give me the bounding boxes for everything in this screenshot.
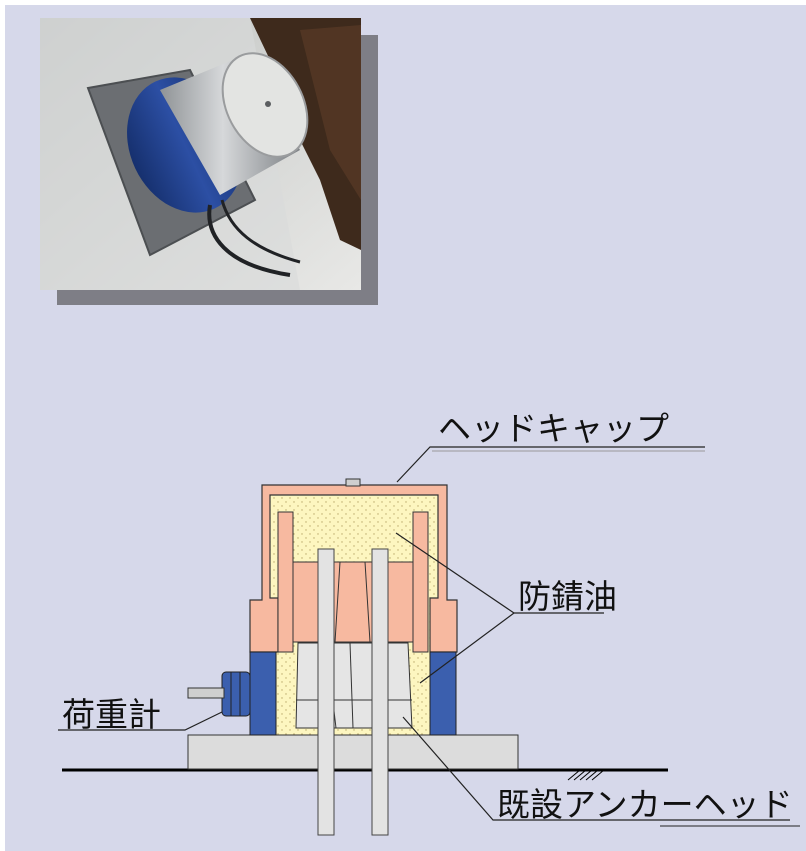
label-anti-rust-oil: 防錆油 (518, 577, 617, 616)
tendon-right (371, 548, 389, 836)
load-cell-connector (187, 687, 225, 699)
ground-hatch (567, 769, 605, 781)
load-cell-leader (58, 711, 223, 731)
existing-anchor-head (295, 642, 413, 729)
label-load-cell: 荷重計 (62, 695, 161, 734)
cap-vent-nut (345, 478, 361, 487)
label-head-cap: ヘッドキャップ (438, 409, 669, 448)
head-cap (249, 484, 458, 653)
anchor-cap-photo (40, 18, 361, 290)
tendon-left (317, 548, 335, 836)
anchor-head-leader (402, 716, 790, 821)
cap-inner-left (277, 511, 294, 653)
head-cap-leader (396, 446, 705, 483)
anchor-block-upper (292, 561, 414, 643)
load-cell-sensor (221, 671, 251, 717)
load-cell-right (429, 651, 457, 736)
cap-inner-right (412, 511, 429, 653)
base-plate (187, 734, 519, 770)
load-cell-left (249, 651, 277, 736)
anchor-diagram: ヘッドキャップ 防錆油 荷重計 既設アンカーヘッド (58, 409, 800, 836)
label-existing-anchor-head: 既設アンカーヘッド (497, 785, 793, 824)
photo-group (40, 18, 378, 305)
